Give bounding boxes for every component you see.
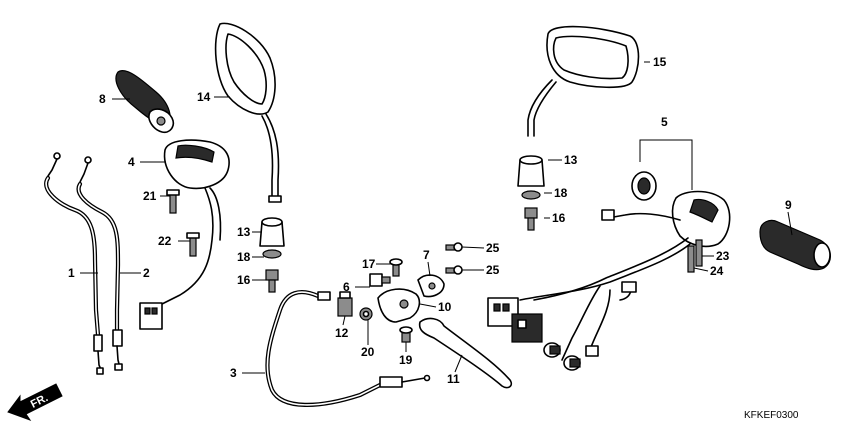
clutch-cable [265,290,431,407]
callout-25-upper: 25 [486,241,500,255]
callout-3: 3 [230,366,237,380]
screw-22 [186,232,200,257]
left-grip [759,219,831,271]
bolt-25-upper [445,242,463,252]
callout-17: 17 [362,257,376,271]
screw-21 [166,189,180,214]
callout-19: 19 [399,353,413,367]
callout-5: 5 [661,115,668,129]
callout-25-lower: 25 [486,263,500,277]
callout-4: 4 [128,155,135,169]
callout-18-right: 18 [554,186,568,200]
screw-24 [687,245,695,273]
lever-bracket [377,288,421,323]
callout-11: 11 [447,372,460,386]
callout-6: 6 [343,280,350,294]
right-mirror [527,25,640,137]
callout-16-right: 16 [552,211,566,225]
switch-6 [369,273,391,287]
callout-13-right: 13 [564,153,578,167]
throttle-grip [115,70,175,134]
leader-lines [80,61,793,374]
callout-18-left: 18 [237,250,251,264]
left-mirror [214,22,282,203]
screw-17 [389,258,403,277]
right-wiring-harness [487,209,691,371]
lever-clamp [417,274,445,298]
throttle-cable-1 [44,152,104,375]
left-switch-housing [139,139,230,330]
screw-23 [695,239,703,267]
right-switch-housing [631,171,731,248]
callout-23: 23 [716,249,730,263]
callout-21: 21 [143,189,157,203]
bolt-25-lower [445,265,463,275]
callout-1: 1 [68,266,75,280]
nut-20 [359,307,373,321]
callout-9: 9 [785,198,792,212]
left-mirror-mount-stack [259,217,285,293]
pivot-bolt-19 [399,326,413,343]
callout-12: 12 [335,326,349,340]
diagram-code: KFKEF0300 [744,410,799,421]
adjuster-12 [337,291,353,317]
front-direction-arrow-icon: FR. [7,383,63,421]
callout-22: 22 [158,234,172,248]
callout-13-left: 13 [237,225,251,239]
callout-14: 14 [197,90,211,104]
clutch-lever [418,317,513,389]
right-mirror-mount-stack [517,155,545,231]
callout-24: 24 [710,264,724,278]
throttle-cable-2 [76,156,123,371]
callout-2: 2 [143,266,150,280]
callout-10: 10 [438,300,452,314]
callout-16-left: 16 [237,273,251,287]
callout-20: 20 [361,345,375,359]
callout-7: 7 [423,248,430,262]
callout-15: 15 [653,55,667,69]
callout-8: 8 [99,92,106,106]
